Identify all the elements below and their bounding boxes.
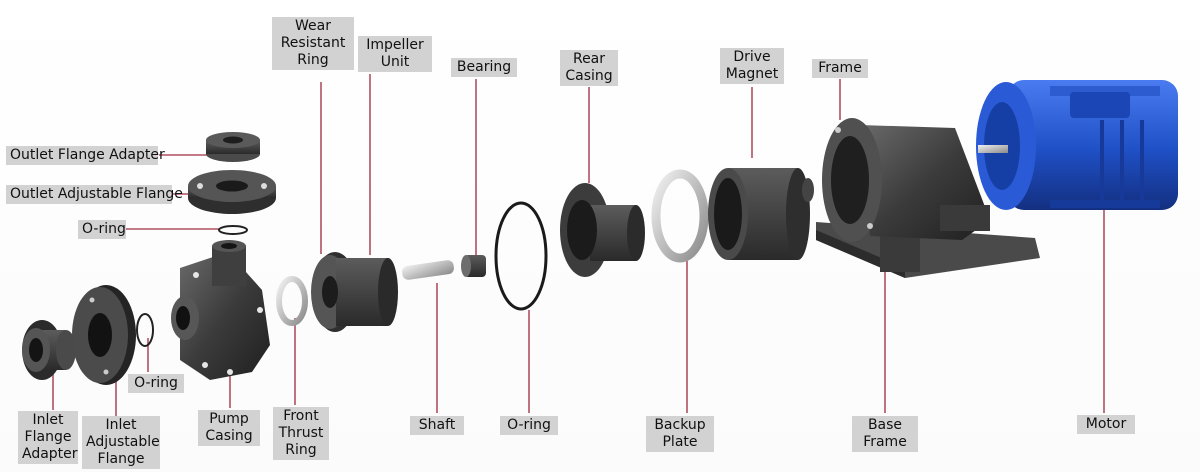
label-outlet-flange-adapter: Outlet Flange Adapter: [6, 146, 165, 165]
label-rear-casing: Rear Casing: [560, 50, 618, 86]
label-outlet-adjustable-flange: Outlet Adjustable Flange: [6, 185, 183, 204]
impeller-unit-part: [311, 252, 398, 332]
label-backup-plate: Backup Plate: [646, 416, 714, 452]
label-shaft: Shaft: [410, 416, 464, 435]
motor-part: [976, 80, 1178, 210]
inlet-flange-adapter-part: [22, 320, 76, 380]
label-inlet-flange-adapter: Inlet Flange Adapter: [18, 411, 78, 464]
label-motor: Motor: [1077, 415, 1135, 434]
pump-casing-part: [171, 240, 270, 380]
label-frame: Frame: [812, 59, 868, 78]
inlet-adjustable-flange-part: [72, 285, 136, 385]
label-o-ring-left: O-ring: [128, 374, 184, 393]
label-impeller-unit: Impeller Unit: [358, 36, 432, 72]
label-o-ring-top: O-ring: [78, 220, 126, 239]
label-wear-resistant-ring: Wear Resistant Ring: [272, 17, 354, 70]
label-base-frame: Base Frame: [852, 416, 918, 452]
label-drive-magnet: Drive Magnet: [720, 48, 784, 84]
rear-casing-part: [560, 183, 645, 277]
outlet-adjustable-flange-part: [188, 170, 276, 214]
drive-magnet-part: [708, 168, 814, 260]
label-bearing: Bearing: [451, 58, 517, 77]
backup-plate-part: [651, 169, 709, 263]
label-front-thrust-ring: Front Thrust Ring: [273, 407, 329, 460]
bearing-part: [461, 255, 486, 277]
label-pump-casing: Pump Casing: [198, 410, 260, 446]
frame-part: [816, 118, 1040, 278]
shaft-part: [402, 260, 454, 280]
front-thrust-ring-part: [276, 276, 308, 326]
o-ring-left-part: [136, 313, 154, 347]
o-ring-mid-part: [494, 201, 548, 311]
label-inlet-adjustable-flange: Inlet Adjustable Flange: [82, 416, 160, 469]
o-ring-top-part: [218, 225, 248, 235]
outlet-flange-adapter-part: [206, 132, 260, 162]
label-o-ring-mid: O-ring: [500, 416, 558, 435]
